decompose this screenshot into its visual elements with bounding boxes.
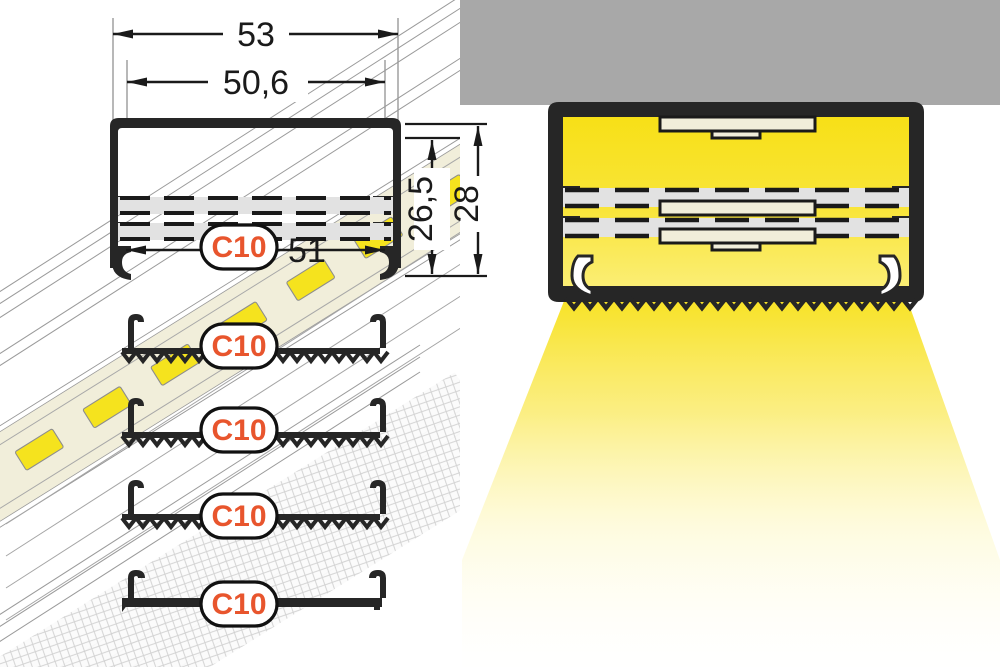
installed-led-strip-top — [658, 115, 817, 140]
badge-variant-1: C10 — [199, 322, 279, 370]
badge-variant-2-label: C10 — [211, 414, 266, 447]
serrated-diffuser-face — [564, 294, 920, 312]
dimension-group-top: 53 50,6 — [112, 14, 399, 122]
badge-variant-1-label: C10 — [211, 330, 266, 363]
installed-led-strip-bottom — [658, 227, 817, 252]
diffuser-plate-upper — [118, 196, 393, 215]
ceiling-block — [460, 0, 1000, 105]
light-beam — [462, 296, 1000, 667]
retention-hook-right — [878, 254, 902, 299]
dimension-28: 28 — [448, 126, 496, 274]
retention-hook-left — [570, 254, 594, 299]
dimension-26-5: 26,5 — [402, 140, 450, 274]
dimension-label-28: 28 — [448, 185, 486, 223]
dimension-label-26-5: 26,5 — [402, 176, 440, 242]
badge-variant-3: C10 — [199, 492, 279, 540]
dimension-50-6: 50,6 — [127, 62, 385, 102]
installed-led-strip-middle — [658, 199, 817, 217]
badge-variant-3-label: C10 — [211, 500, 266, 533]
dimension-label-50-6: 50,6 — [223, 64, 289, 102]
badge-main: C10 — [199, 223, 279, 271]
dimension-53: 53 — [113, 14, 398, 54]
installation-panel — [460, 0, 1000, 667]
dimension-group-vertical: 26,5 28 — [402, 122, 496, 278]
badge-variant-4-label: C10 — [211, 588, 266, 621]
dimension-label-51: 51 — [288, 232, 326, 270]
badge-variant-2: C10 — [199, 406, 279, 454]
dimension-label-53: 53 — [237, 16, 275, 54]
badge-main-label: C10 — [211, 231, 266, 264]
badge-variant-4: C10 — [199, 580, 279, 628]
